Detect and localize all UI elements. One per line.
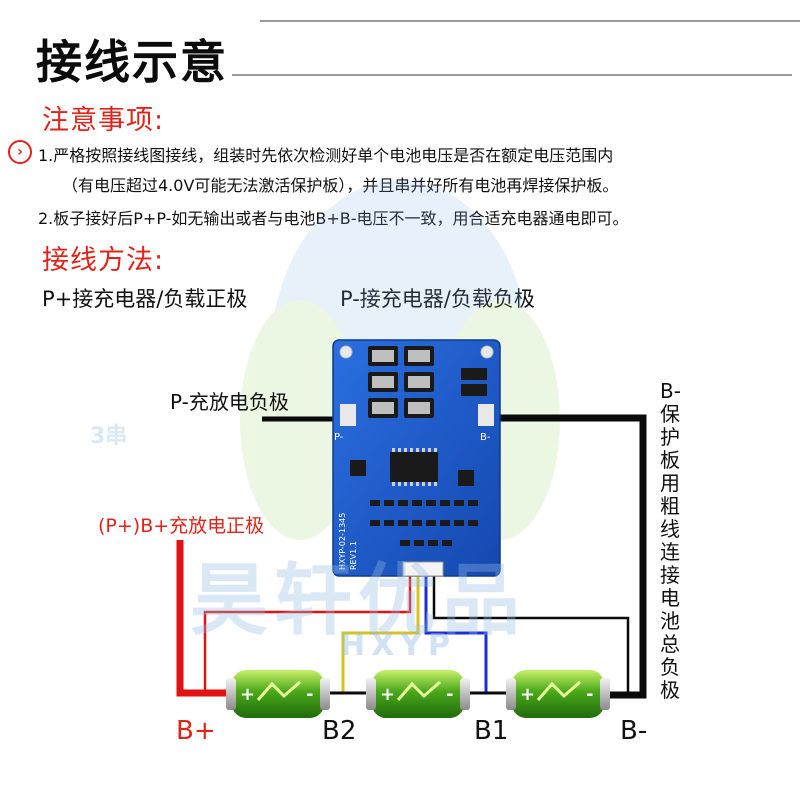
svg-text:+: + — [380, 684, 395, 705]
note-item-1: 1.严格按照接线图接线，组装时先依次检测好单个电池电压是否在额定电压范围内 — [38, 146, 614, 165]
label-b-minus-vertical: B-保护板用粗线连接电池总负极 — [660, 379, 681, 702]
note-item-2: 2.板子接好后P+P-如无输出或者与电池B+B-电压不一致，用合适充电器通电即可… — [38, 205, 629, 229]
header-decoration-bottom — [232, 74, 792, 76]
watermark-series: 3串 — [90, 424, 128, 449]
watermark-brand-en: HXYP — [340, 628, 456, 663]
notes-heading: 注意事项: — [42, 105, 165, 136]
wire-balance-black — [432, 574, 630, 695]
svg-text:+: + — [240, 684, 255, 705]
method-heading: 接线方法: — [42, 245, 165, 276]
label-b-minus: B- — [620, 716, 648, 746]
method-p-plus: P+接充电器/负载正极 — [42, 287, 248, 311]
label-b2: B2 — [322, 716, 357, 746]
svg-text:-: - — [446, 684, 453, 705]
label-p-plus: (P+)B+充放电正极 — [98, 515, 265, 537]
protection-board: P- B- B+ HXYP-02-1345 REV1.1 — [332, 339, 501, 587]
pcb-label-p-minus: P- — [334, 432, 344, 443]
wire-balance-red — [203, 574, 412, 693]
note-item-1-cont: （有电压超过4.0V可能无法激活保护板），并且串并好所有电池再焊接保护板。 — [62, 176, 619, 195]
wire-b-plus-red — [176, 540, 232, 697]
pcb-silk-rev: REV1.1 — [349, 541, 358, 570]
svg-text:+: + — [520, 684, 535, 705]
method-p-minus: P-接充电器/负载负极 — [340, 283, 535, 313]
svg-text:-: - — [586, 684, 593, 705]
pcb-label-b-minus: B- — [480, 432, 491, 443]
page-title: 接线示意 — [36, 35, 228, 89]
label-b-plus: B+ — [176, 716, 216, 746]
label-b1: B1 — [474, 716, 509, 746]
svg-text:-: - — [306, 684, 313, 705]
pcb-label-b-plus: B+ — [366, 576, 381, 587]
battery-2: + - — [366, 670, 470, 718]
battery-3: + - — [506, 670, 610, 718]
arrow-right-icon: › — [8, 140, 32, 164]
pcb-silk-model: HXYP-02-1345 — [338, 513, 347, 570]
header-decoration-top — [260, 20, 800, 22]
wire-b-minus-thick — [490, 414, 647, 699]
label-p-minus: P-充放电负极 — [170, 390, 289, 414]
watermark-brand: 昊轩优品 — [190, 556, 527, 646]
battery-1: + - — [226, 670, 330, 718]
